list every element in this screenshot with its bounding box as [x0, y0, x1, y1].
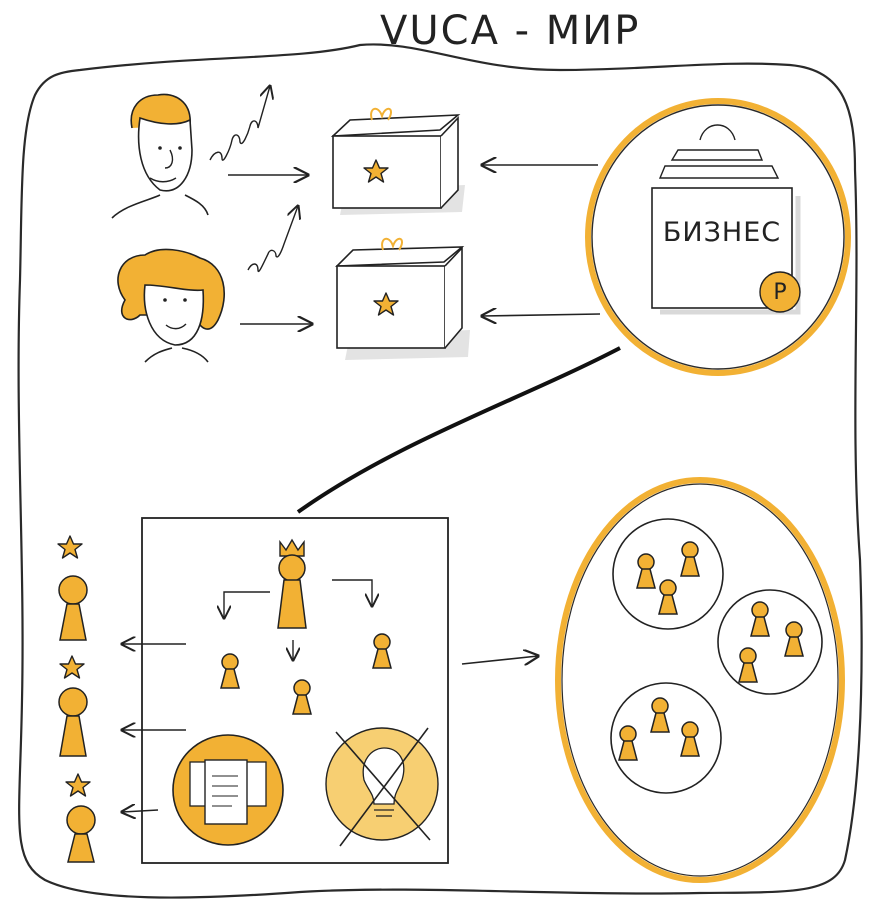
arrow-leader-right [332, 579, 372, 606]
business-label: БИЗНЕС [662, 217, 782, 248]
arrow-leader-left [224, 591, 270, 618]
business-circle [585, 98, 851, 376]
leader-crown-icon [277, 539, 307, 629]
world-boundary [17, 43, 863, 899]
lightbulb-crossed-icon [325, 727, 439, 847]
documents-icon [172, 734, 284, 846]
ruble-coin-icon [759, 271, 801, 313]
ruble-coin-label: Р [773, 280, 787, 305]
team-group-icon [717, 589, 823, 695]
growth-squiggle-1 [209, 86, 270, 161]
team-group-icon [612, 518, 724, 630]
growth-squiggle-2 [247, 206, 298, 273]
star-employee-2 [58, 655, 88, 757]
gift-box-star-icon [330, 107, 465, 215]
diagram-title: VUCA - МИР [380, 8, 641, 54]
arrow-structure-to-teams [461, 656, 538, 664]
business-to-structure-line [296, 346, 621, 514]
star-employee-1 [57, 535, 88, 641]
team-group-icon [610, 682, 722, 794]
arrow-to-star-employee-3 [122, 810, 159, 812]
gift-box-star-icon [334, 237, 470, 360]
arrow-business-to-product2 [482, 314, 601, 316]
woman-face-icon [117, 248, 225, 363]
star-employee-3 [65, 773, 96, 863]
man-face-icon [111, 93, 209, 219]
